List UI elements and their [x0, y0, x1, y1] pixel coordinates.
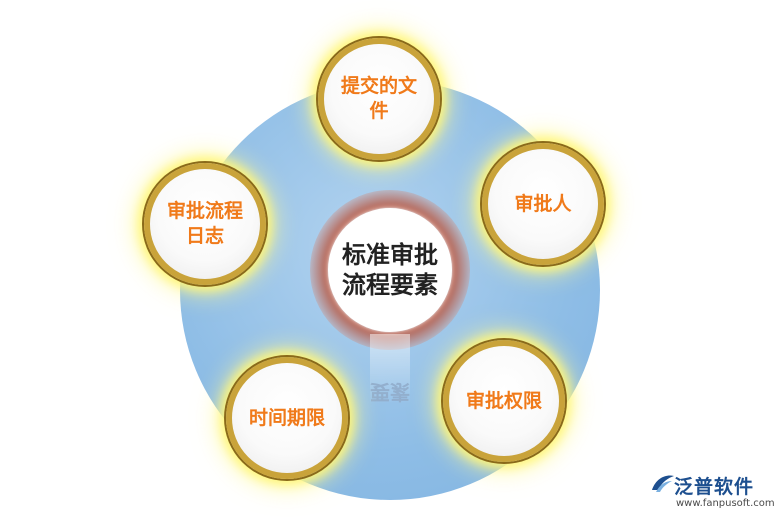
node-time-limit: 时间期限 [226, 357, 348, 479]
node-label: 审批人 [514, 192, 572, 215]
node-submitted-documents: 提交的文件 [318, 38, 440, 160]
node-label: 审批权限 [465, 389, 542, 412]
node-approval-log: 审批流程日志 [144, 163, 266, 285]
node-approver: 审批人 [482, 143, 604, 265]
node-approval-authority: 审批权限 [443, 340, 565, 462]
logo-name: 泛普软件 [674, 476, 755, 498]
logo-url: www.fanpusoft.com [676, 498, 775, 509]
center-reflection: 要素 [328, 334, 452, 404]
center-reflection-text: 要素 [370, 334, 410, 404]
brand-logo: 泛普软件 www.fanpusoft.com [650, 472, 775, 514]
center-hub: 标准审批流程要素 [328, 208, 452, 332]
node-label: 时间期限 [248, 406, 325, 429]
center-title: 标准审批流程要素 [342, 241, 438, 299]
node-label: 提交的文件 [340, 75, 417, 122]
logo-mark-icon [652, 475, 674, 492]
node-label: 审批流程日志 [166, 200, 243, 247]
